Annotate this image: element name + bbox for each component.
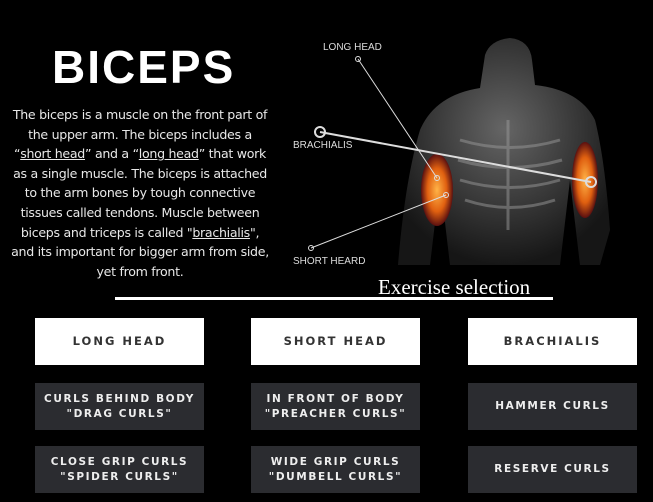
exercise-name: RESERVE CURLS (494, 463, 611, 475)
exercise-alias: "DUMBELL CURLS" (268, 470, 403, 483)
desc-part: and a (91, 146, 133, 162)
description-text: The biceps is a muscle on the front part… (11, 107, 269, 279)
exercise-alias: "PREACHER CURLS" (264, 407, 407, 420)
header-brachialis[interactable]: BRACHIALIS (468, 318, 637, 365)
brachialis-term: brachialis (192, 224, 250, 240)
exercise-name: WIDE GRIP CURLS (270, 455, 401, 468)
exercise-alias: "SPIDER CURLS" (60, 470, 179, 483)
exercise-reserve-curls[interactable]: RESERVE CURLS (468, 446, 637, 493)
page-title: BICEPS (52, 41, 236, 93)
exercise-name: HAMMER CURLS (495, 400, 610, 412)
header-short-head[interactable]: SHORT HEAD (251, 318, 420, 365)
long-head-term: long head (138, 146, 199, 162)
label-short-head: SHORT HEARD (293, 256, 366, 267)
short-head-term: short head (20, 146, 85, 162)
exercise-hammer-curls[interactable]: HAMMER CURLS (468, 383, 637, 430)
desc-part: The biceps is a muscle on the front part… (12, 107, 268, 142)
exercise-alias: "DRAG CURLS" (66, 407, 173, 420)
exercise-drag-curls[interactable]: CURLS BEHIND BODY "DRAG CURLS" (35, 383, 204, 430)
desc-part: that work as a single muscle. The biceps… (13, 146, 267, 240)
exercise-name: CURLS BEHIND BODY (44, 392, 195, 405)
exercise-name: CLOSE GRIP CURLS (50, 455, 189, 468)
exercise-preacher-curls[interactable]: IN FRONT OF BODY "PREACHER CURLS" (251, 383, 420, 430)
label-brachialis: BRACHIALIS (293, 140, 353, 151)
section-title: Exercise selection (378, 275, 531, 299)
torso-illustration (308, 38, 610, 265)
exercise-dumbell-curls[interactable]: WIDE GRIP CURLS "DUMBELL CURLS" (251, 446, 420, 493)
header-long-head[interactable]: LONG HEAD (35, 318, 204, 365)
exercise-name: IN FRONT OF BODY (266, 392, 405, 405)
label-long-head: LONG HEAD (323, 42, 382, 53)
desc-part: , and its important for bigger arm from … (11, 224, 269, 279)
exercise-spider-curls[interactable]: CLOSE GRIP CURLS "SPIDER CURLS" (35, 446, 204, 493)
divider (115, 297, 553, 300)
anatomy-figure: LONG HEAD BRACHIALIS SHORT HEARD (280, 30, 653, 270)
left-bicep (421, 154, 453, 226)
